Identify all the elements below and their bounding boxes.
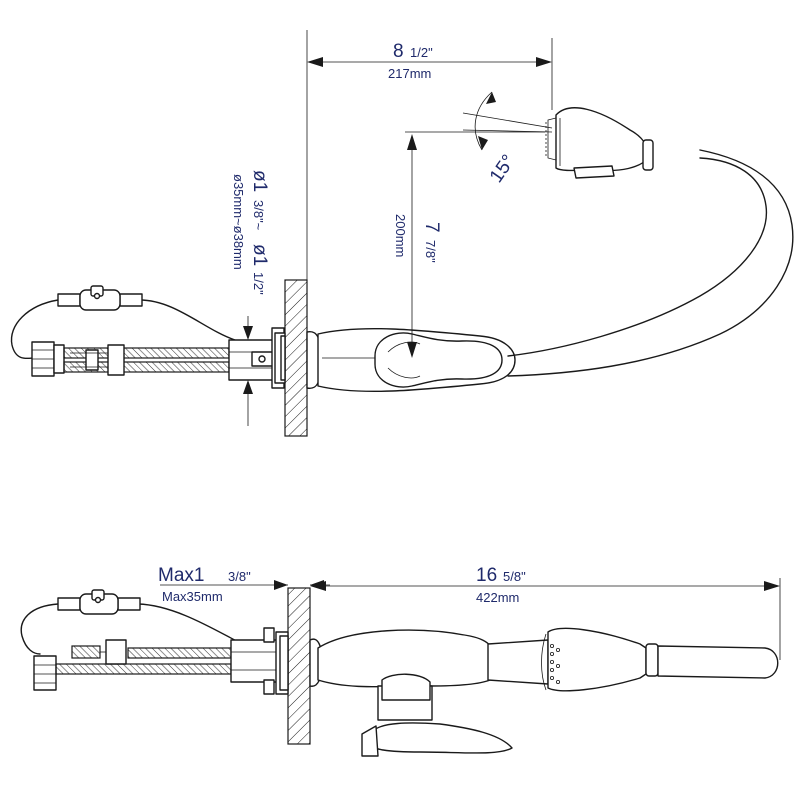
supply-line-loop-bottom (20, 589, 247, 655)
mounting-shank-bottom (230, 627, 289, 695)
hole-fraction-label-2: 1/2" (251, 272, 266, 295)
length-fraction-label: 5/8" (503, 569, 526, 584)
countertop-section-bottom (287, 587, 311, 745)
hole-diameter-label-2: ø1 (249, 244, 270, 266)
mounting-shank-top (228, 327, 286, 389)
lever-handle-bottom (361, 673, 513, 757)
width-dimension-top: 8 1/2" 217mm (306, 30, 553, 280)
length-dimension-bottom: 16 5/8" 422mm (310, 565, 781, 660)
thickness-dimension-bottom: Max1 3/8" Max35mm (158, 565, 330, 604)
thickness-mm-label: Max35mm (162, 589, 223, 604)
height-dimension-top: 7 7/8" 200mm (393, 131, 545, 358)
thickness-fraction-label: 3/8" (228, 569, 251, 584)
length-whole-label: 16 (476, 565, 497, 586)
height-whole-label: 7 (421, 222, 442, 233)
faucet-body-bottom (309, 627, 779, 692)
height-mm-label: 200mm (393, 214, 408, 257)
width-whole-label: 8 (393, 41, 404, 62)
height-fraction-label: 7/8" (423, 240, 438, 263)
hole-dimension-top: ø1 3/8"~ ø1 1/2" ø35mm~ø38mm (231, 170, 270, 426)
hole-mm-label: ø35mm~ø38mm (231, 174, 246, 270)
bottom-view: Max1 3/8" Max35mm 16 5/8" 422mm (20, 565, 781, 757)
hole-fraction-label: 3/8"~ (251, 200, 266, 231)
length-mm-label: 422mm (476, 590, 519, 605)
hole-diameter-label: ø1 (249, 170, 270, 192)
braided-hoses-top (31, 341, 230, 377)
top-view: 8 1/2" 217mm 15° 7 7/8" 200mm (10, 30, 794, 437)
angle-label: 15° (486, 151, 520, 187)
width-mm-label: 217mm (388, 66, 431, 81)
braided-hoses-bottom (33, 639, 232, 691)
countertop-section-top (284, 279, 308, 437)
angle-dimension-top: 15° (462, 91, 553, 187)
spray-head-top (545, 107, 654, 179)
width-fraction-label: 1/2" (410, 45, 433, 60)
supply-line-loop-top (10, 285, 236, 360)
thickness-main-label: Max1 (158, 565, 204, 586)
gooseneck-hose-top (507, 149, 794, 377)
